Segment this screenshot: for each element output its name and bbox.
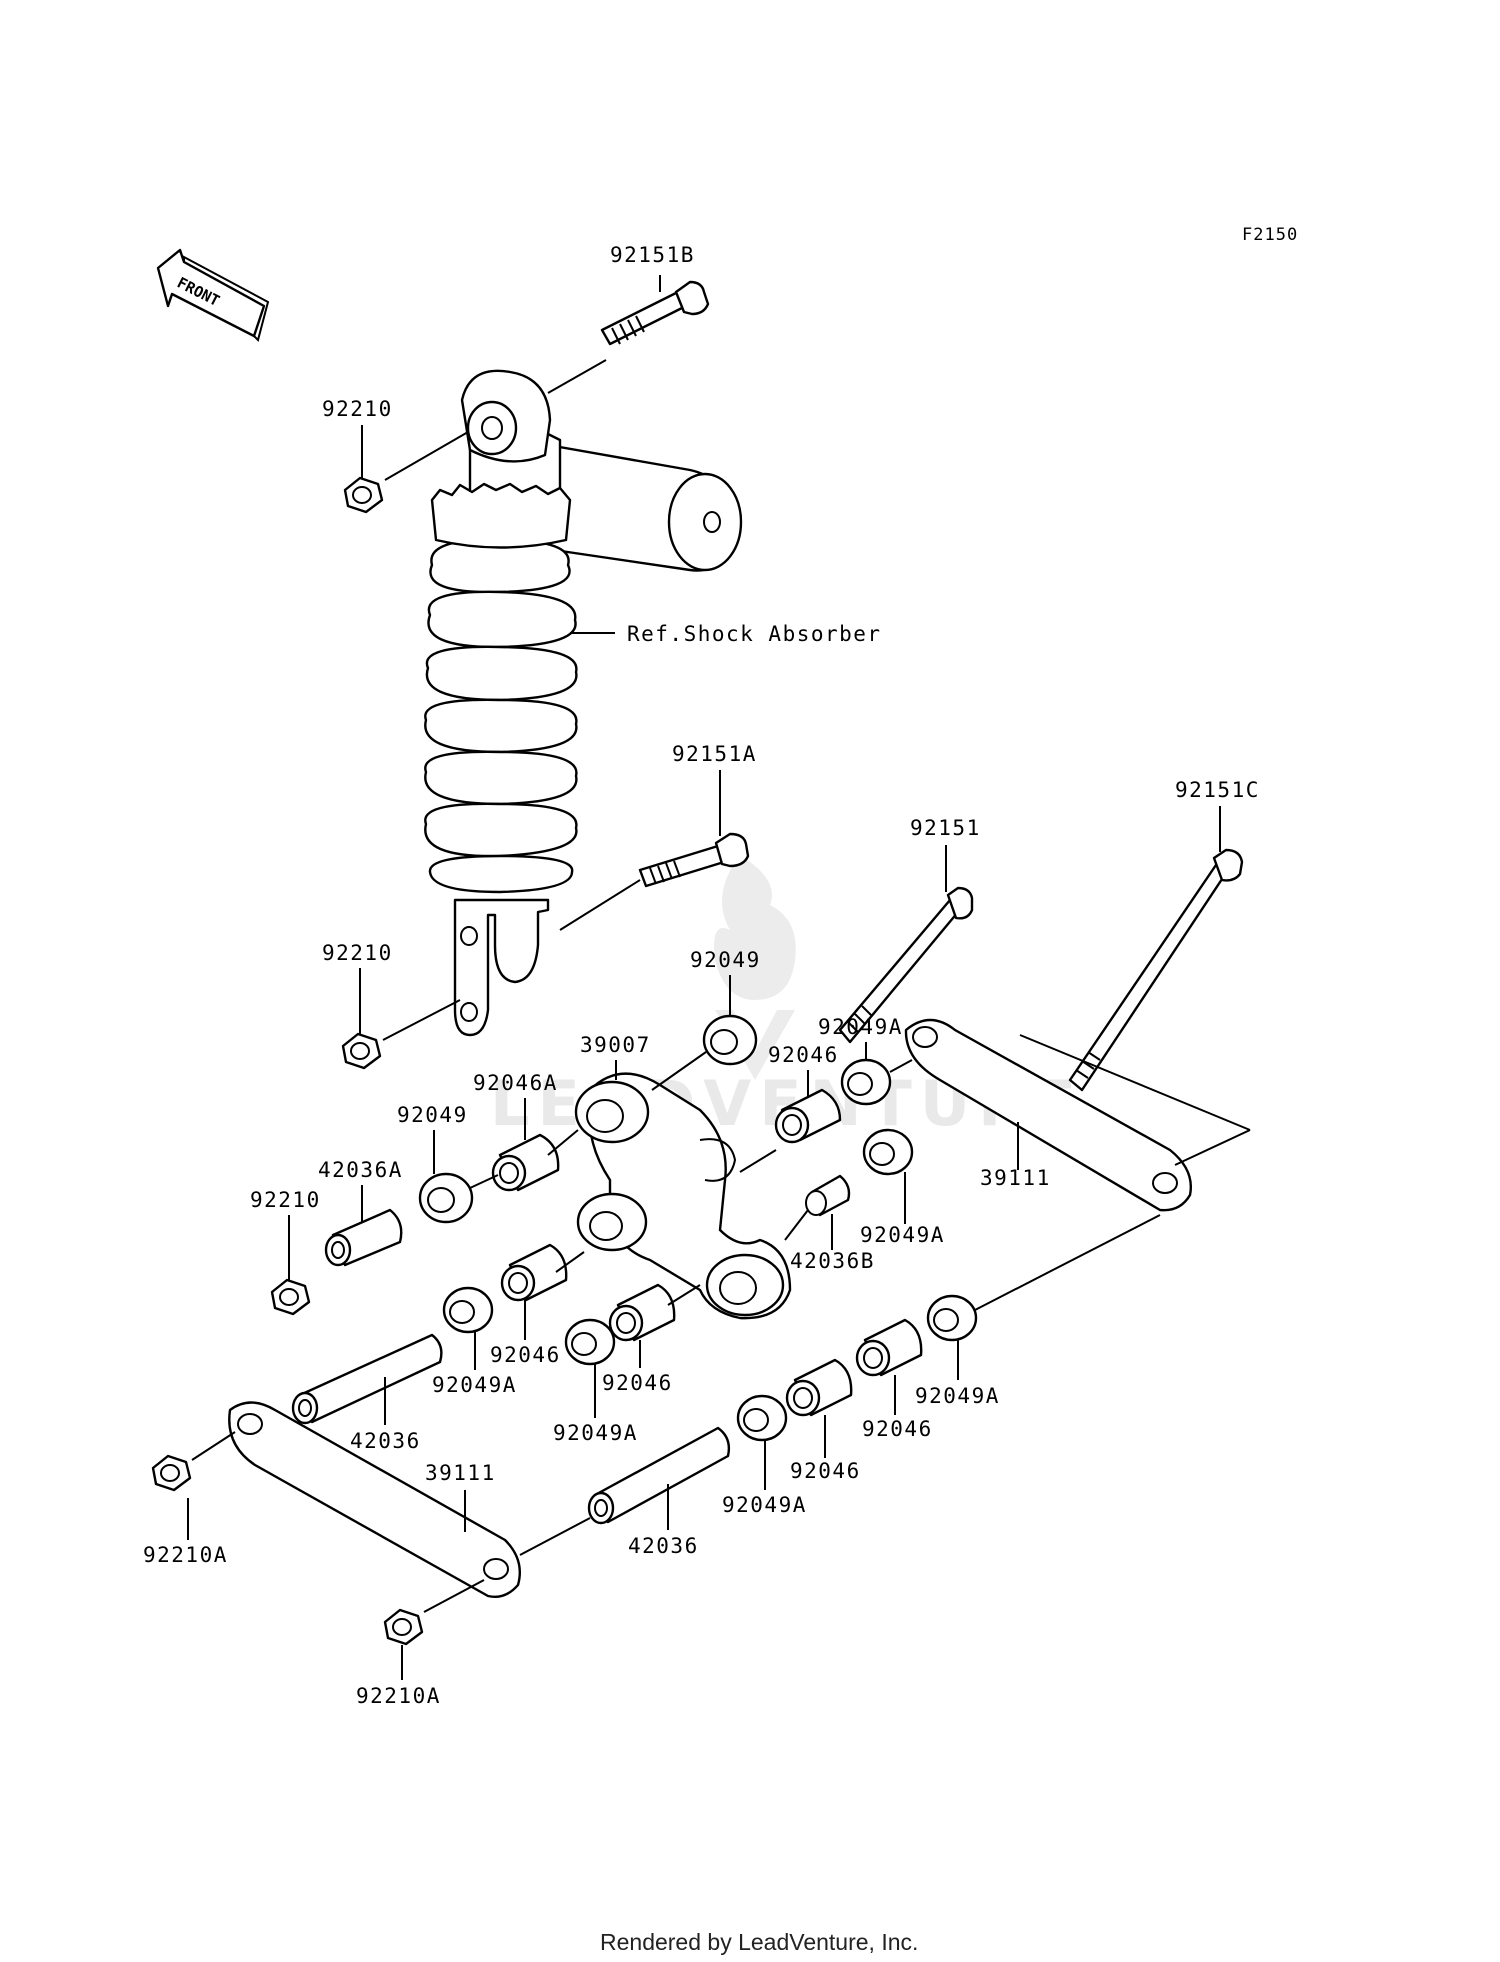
label-42036-a: 42036 (350, 1429, 421, 1453)
label-92049-top: 92049 (690, 948, 761, 972)
label-39111-right: 39111 (980, 1166, 1051, 1190)
label-92151A: 92151A (672, 742, 757, 766)
label-92210-left: 92210 (250, 1188, 321, 1212)
bearing-92046-d (855, 1318, 923, 1377)
tie-rod-39111-right (904, 1018, 1192, 1212)
label-92151B: 92151B (610, 243, 695, 267)
label-92046A: 92046A (473, 1071, 558, 1095)
collar-92049A-a (840, 1058, 892, 1106)
collar-92049A-e (926, 1294, 978, 1342)
label-92046-e: 92046 (790, 1459, 861, 1483)
label-92210A-b: 92210A (356, 1684, 441, 1708)
bolt-92151A (638, 832, 750, 888)
label-92049A-a: 92049A (818, 1015, 903, 1039)
label-92049A-c: 92049A (432, 1373, 517, 1397)
front-arrow-icon: FRONT (156, 248, 270, 342)
collar-92049A-b (862, 1128, 914, 1176)
label-92210-top: 92210 (322, 397, 393, 421)
label-92046-b: 92046 (490, 1343, 561, 1367)
label-39111-left: 39111 (425, 1461, 496, 1485)
bearing-92046A (491, 1133, 560, 1192)
label-92046-d: 92046 (862, 1417, 933, 1441)
ref-shock-absorber-label: Ref.Shock Absorber (627, 622, 882, 646)
sleeve-42036-b (587, 1426, 731, 1525)
collar-92049-top (702, 1014, 758, 1066)
nut-92210-left (270, 1278, 311, 1316)
label-92049A-b: 92049A (860, 1223, 945, 1247)
label-42036-b: 42036 (628, 1534, 699, 1558)
bearing-92046-a (774, 1088, 842, 1144)
tie-rod-39111-left (228, 1401, 522, 1599)
shock-absorber (424, 369, 743, 1037)
bolt-92151C (1068, 848, 1244, 1092)
label-92210A-a: 92210A (143, 1543, 228, 1567)
label-92210-mid: 92210 (322, 941, 393, 965)
bearing-92046-e (785, 1358, 853, 1417)
label-42036B: 42036B (790, 1249, 875, 1273)
bearing-92046-c (608, 1283, 676, 1342)
bolt-92151 (838, 886, 974, 1044)
label-39007: 39007 (580, 1033, 651, 1057)
bearing-92046-b (500, 1243, 568, 1302)
figure-id: F2150 (1242, 225, 1298, 245)
rocker-arm-39007 (574, 1072, 792, 1320)
bolt-92151B (600, 280, 710, 346)
label-92049-left: 92049 (397, 1103, 468, 1127)
label-92049A-e: 92049A (915, 1384, 1000, 1408)
label-92049A-f: 92049A (722, 1493, 807, 1517)
label-92046-a: 92046 (768, 1043, 839, 1067)
nut-92210-mid (341, 1032, 382, 1070)
footer-credit: Rendered by LeadVenture, Inc. (600, 1929, 918, 1955)
label-92049A-d: 92049A (553, 1421, 638, 1445)
collar-92049A-c (442, 1286, 494, 1334)
label-42036A: 42036A (318, 1158, 403, 1182)
nut-92210A-a (151, 1454, 192, 1492)
label-92151C: 92151C (1175, 778, 1260, 802)
sleeve-42036A (324, 1208, 403, 1267)
label-92046-c: 92046 (602, 1371, 673, 1395)
nut-92210A-b (383, 1608, 424, 1646)
nut-92210-top (343, 476, 384, 514)
label-92151: 92151 (910, 816, 981, 840)
sleeve-42036-a (291, 1333, 443, 1425)
collar-92049A-d (564, 1318, 616, 1366)
sleeve-42036B (805, 1174, 851, 1217)
collar-92049-left (418, 1172, 474, 1224)
collar-92049A-f (736, 1394, 788, 1442)
spring-coils (424, 538, 578, 894)
